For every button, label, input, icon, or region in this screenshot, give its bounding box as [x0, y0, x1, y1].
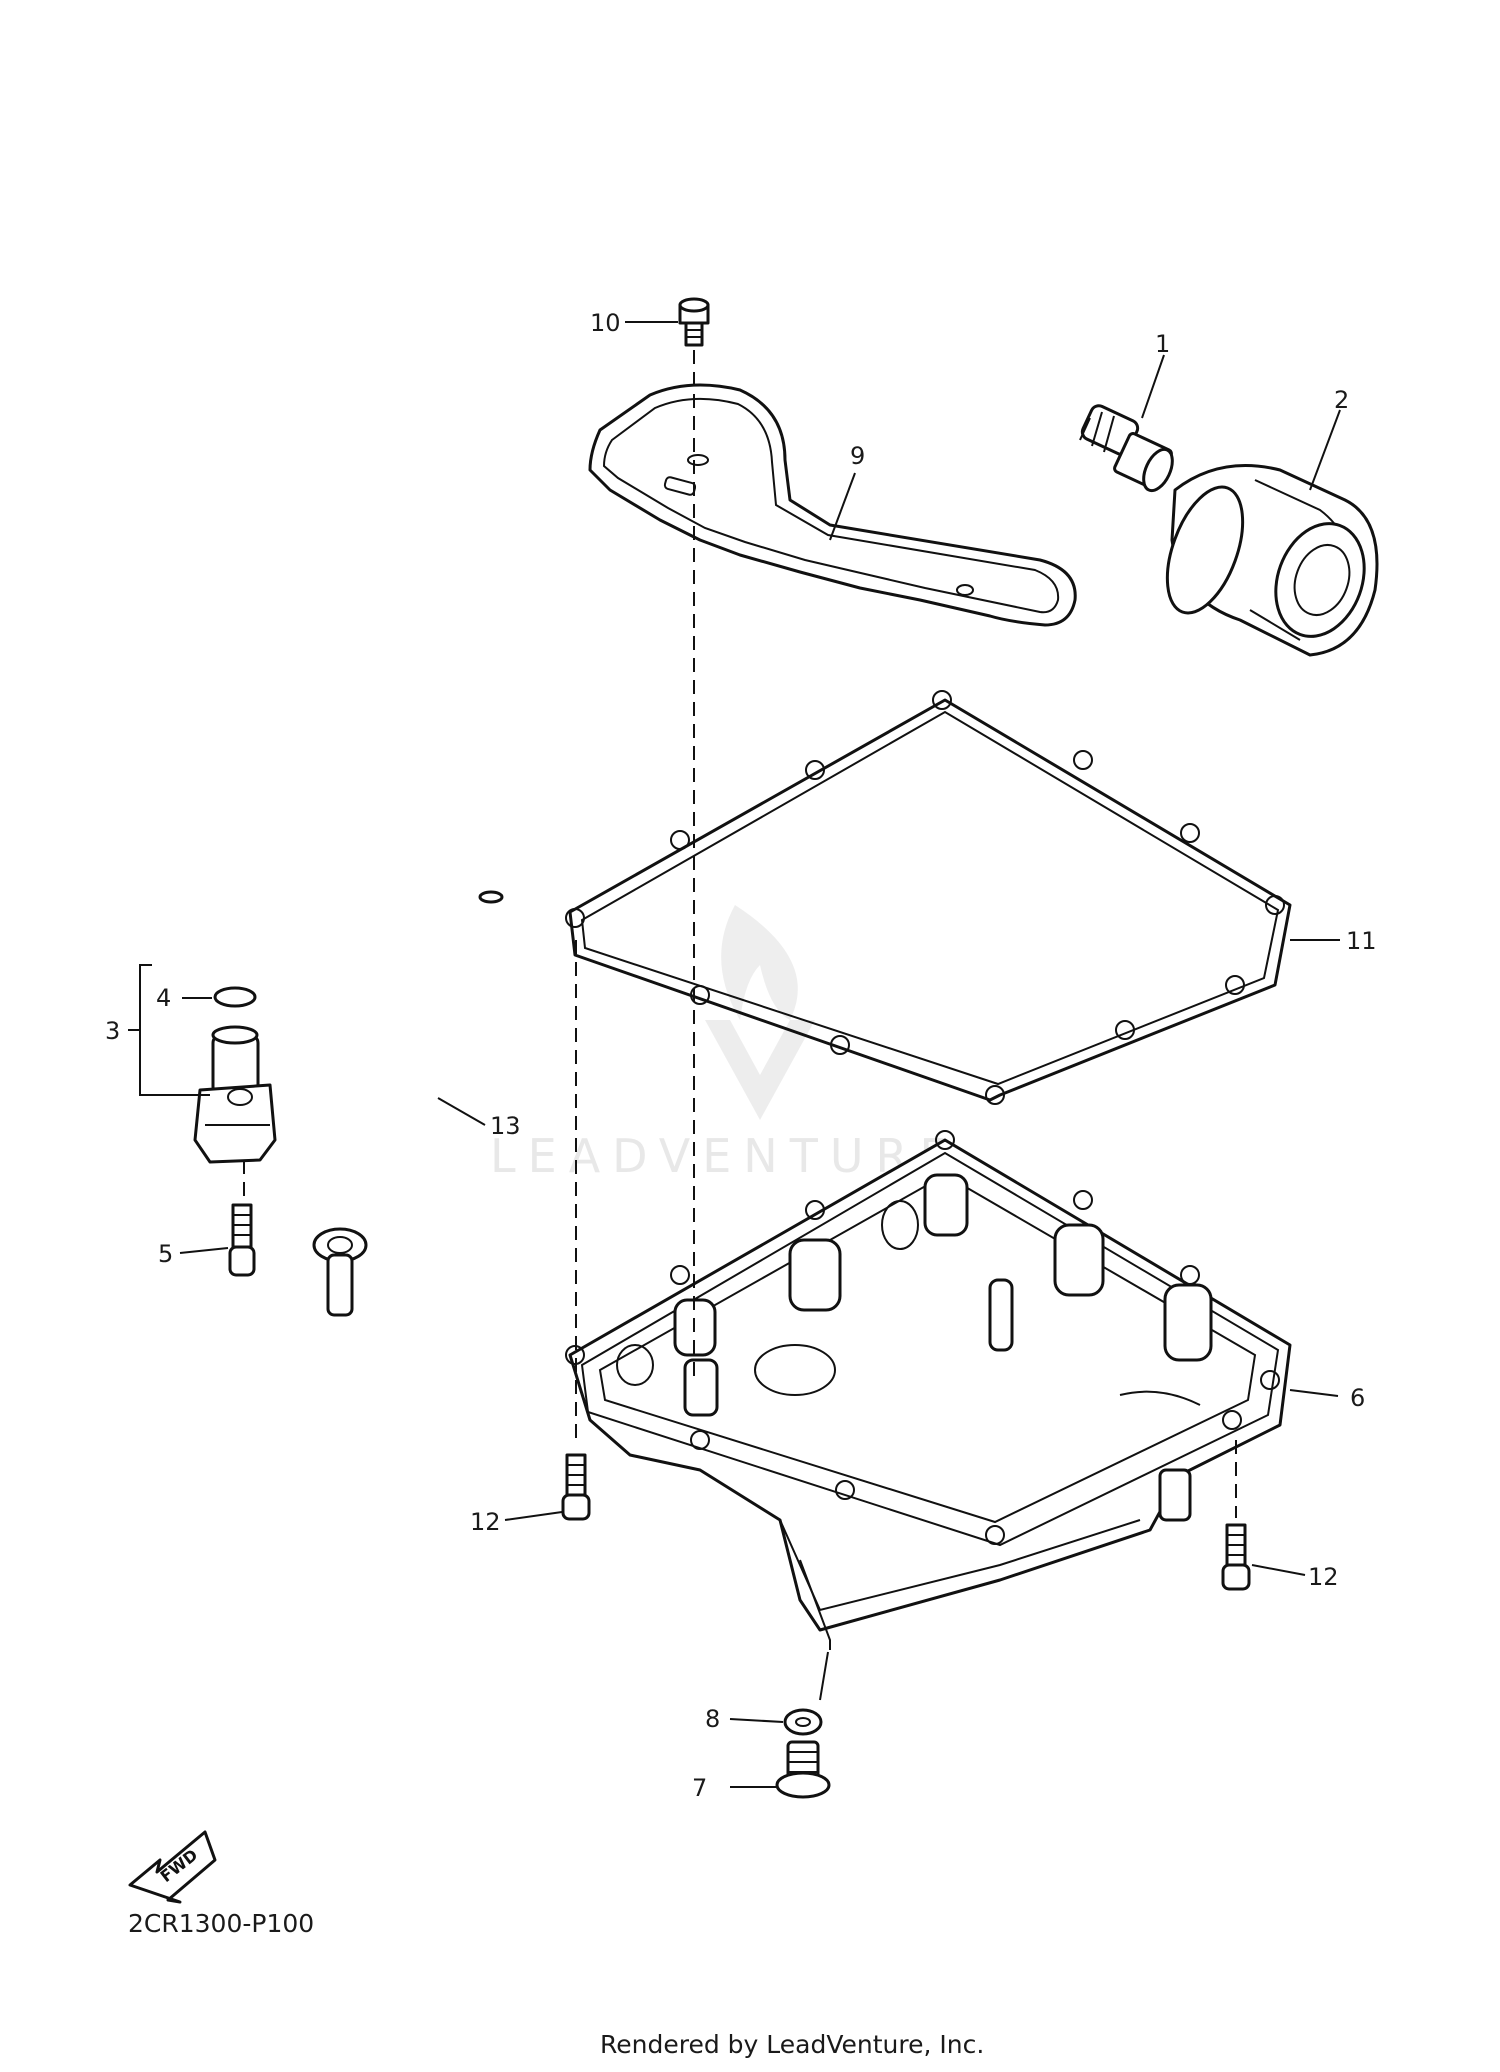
- alignment-lines: [243, 350, 1237, 1518]
- callout-3: 3: [105, 1017, 120, 1045]
- leader-lines: [128, 321, 1341, 1788]
- callout-5: 5: [158, 1240, 173, 1268]
- part-12-bolt-left: [561, 1453, 591, 1521]
- callout-11: 11: [1346, 927, 1377, 955]
- part-4-o-ring: [213, 986, 257, 1008]
- part-10-bolt: [678, 297, 710, 347]
- callout-9: 9: [850, 442, 865, 470]
- part-5-bolt: [228, 1203, 256, 1277]
- leadventure-watermark: LEADVENTURE: [490, 905, 961, 1183]
- callout-13: 13: [490, 1112, 521, 1140]
- callout-7: 7: [692, 1774, 707, 1802]
- watermark-text: LEADVENTURE: [490, 1129, 961, 1183]
- part-2-oil-filter: [1165, 464, 1379, 657]
- part-13-pipe: [312, 890, 504, 1317]
- part-1-union-bolt: [1079, 404, 1174, 493]
- callout-labels: 1 2 3 4 5 6 7 8 9 10 11 12 12 13: [105, 309, 1377, 1802]
- part-9-baffle-plate: [588, 383, 1077, 627]
- callout-10: 10: [590, 309, 621, 337]
- part-11-gasket: [565, 690, 1292, 1105]
- reference-code: 2CR1300-P100: [128, 1909, 314, 1938]
- fwd-arrow-icon: FWD: [128, 1830, 217, 1904]
- callout-12-right: 12: [1308, 1563, 1339, 1591]
- part-7-drain-plug: [775, 1740, 831, 1799]
- callout-12-left: 12: [470, 1508, 501, 1536]
- part-3-strainer-housing: [193, 1025, 277, 1164]
- callout-6: 6: [1350, 1384, 1365, 1412]
- callout-4: 4: [156, 984, 171, 1012]
- callout-8: 8: [705, 1705, 720, 1733]
- part-6-oil-pan: [565, 1130, 1292, 1650]
- part-8-washer: [783, 1708, 823, 1736]
- callout-1: 1: [1155, 330, 1170, 358]
- render-credit: Rendered by LeadVenture, Inc.: [600, 2030, 984, 2059]
- part-12-bolt-right: [1221, 1523, 1251, 1591]
- callout-2: 2: [1334, 386, 1349, 414]
